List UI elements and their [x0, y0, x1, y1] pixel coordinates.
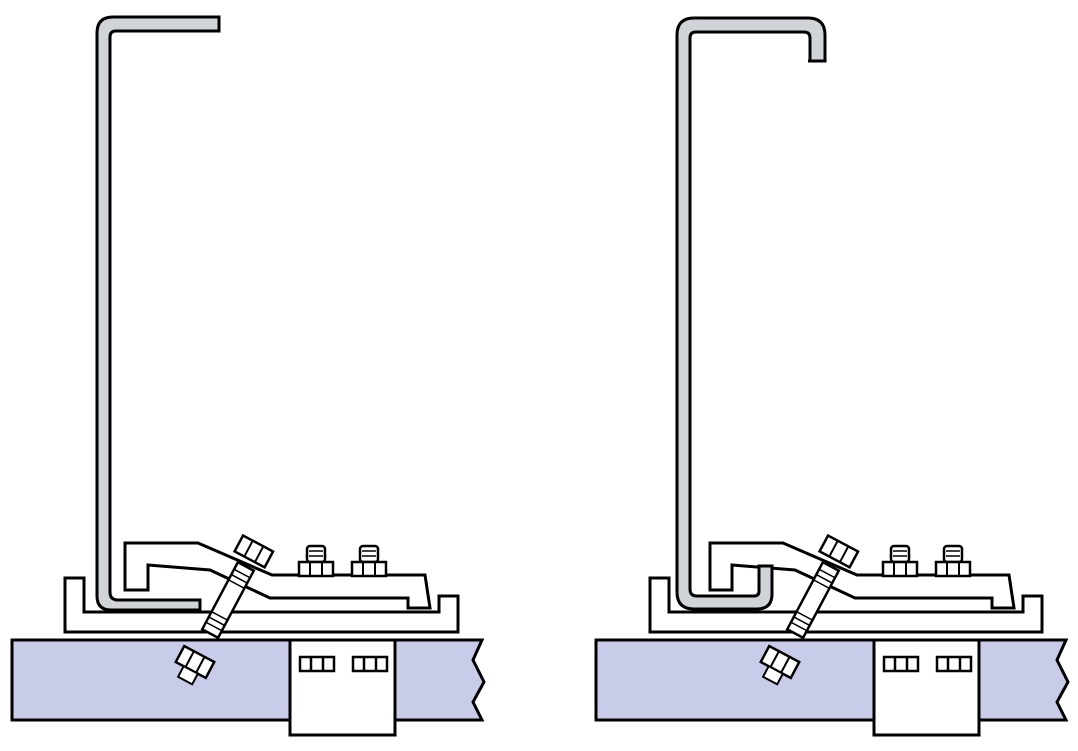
clip-plate-icon — [123, 541, 432, 610]
channel-base-icon — [648, 576, 1044, 634]
beam-flange-icon — [10, 638, 486, 722]
bolt-icon — [200, 533, 275, 640]
stud-bolt-2 — [350, 544, 388, 578]
nut-icon — [174, 644, 216, 686]
left-panel — [10, 15, 486, 737]
c-section-icon — [95, 15, 221, 612]
lower-bracket — [288, 638, 397, 737]
stud-bolt-1 — [297, 544, 335, 578]
nut-icon — [759, 644, 801, 686]
stud-bolt-1 — [881, 544, 919, 578]
clip-plate-icon — [708, 541, 1016, 610]
right-panel — [594, 16, 1070, 737]
stud-bolt-2 — [934, 544, 972, 578]
beam-flange-icon — [594, 638, 1070, 722]
lower-bracket — [872, 638, 981, 737]
c-section-icon — [675, 16, 827, 611]
bolt-icon — [785, 533, 860, 640]
channel-base-icon — [63, 576, 460, 634]
